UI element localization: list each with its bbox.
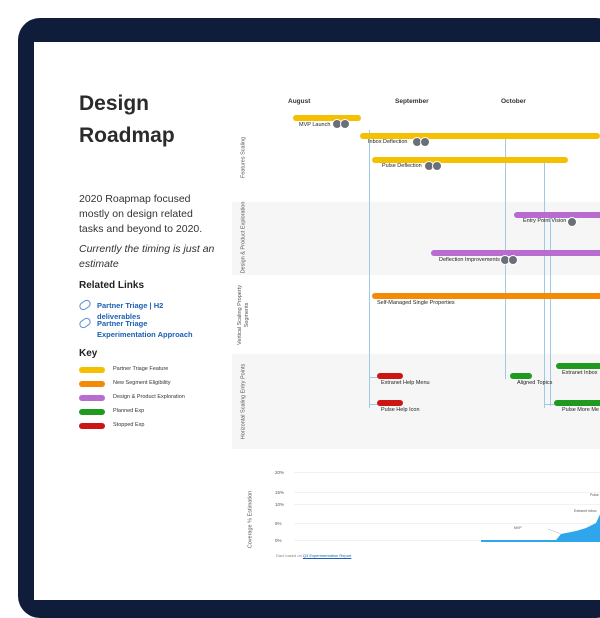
key-swatch [79,367,105,373]
dependency-line [369,377,379,378]
page-title: Design Roadmap [79,88,239,152]
avatar [420,137,430,147]
roadmap-description: 2020 Roapmap focused mostly on design re… [79,193,203,235]
link-icon [77,316,93,330]
link-partner-triage-approach[interactable]: Partner Triage Experimentation Approach [77,316,207,340]
month-august: August [288,98,311,105]
footer-link[interactable]: Q3 Experimentation Report [302,553,352,558]
bar-pulse-deflection[interactable] [372,157,568,163]
dependency-line [544,160,545,408]
coverage-tick: 5% [275,521,282,526]
coverage-annotation-extranet-inbox: Extranet Inbox [574,509,597,513]
bar-self-managed[interactable] [372,293,600,299]
avatar [567,217,577,227]
key-swatch [79,381,105,387]
link-icon [77,298,93,312]
coverage-annotation-mvp: MVP [514,526,522,530]
label-mvp-launch: MVP Launch [299,122,331,128]
lane-label-features-scaling: Features Scaling [240,136,247,179]
label-pulse-more-menu: Pulse More Me [562,407,599,413]
avatar [432,161,442,171]
coverage-annotation-pulse: Pulse [590,493,599,497]
coverage-tick: 15% [275,490,285,495]
lane-band-horizontal-scaling [232,354,600,449]
key-heading: Key [79,348,98,359]
bar-pulse-more-menu[interactable] [554,400,600,406]
label-pulse-deflection: Pulse Deflection [382,163,422,169]
dependency-line [544,404,556,405]
month-october: October [501,98,526,105]
coverage-tick: 10% [275,502,285,507]
coverage-tick: 0% [275,538,282,543]
lane-label-vertical-scaling: Vertical Scaling Property Segments [237,285,250,345]
dependency-line [369,130,370,408]
label-inbox-deflection: Inbox Deflection [368,139,408,145]
label-deflection-improvements: Deflection Improvements [439,257,500,263]
key-swatch [79,409,105,415]
coverage-chart [294,472,600,542]
coverage-footer: Dani based on Q3 Experimentation Report [276,553,351,558]
dependency-line [369,404,379,405]
label-aligned-topics: Aligned Topics [517,380,553,386]
related-links-heading: Related Links [79,280,145,291]
timing-note: Currently the timing is just an estimate [79,243,215,270]
coverage-tick: 20% [275,470,285,475]
label-self-managed: Self-Managed Single Properties [377,300,455,306]
dependency-line [550,212,551,406]
label-entry-point-vision: Entry Point Vision [523,218,567,224]
lane-label-design-exploration: Design & Product Exploration [240,201,247,274]
bar-inbox-deflection[interactable] [360,133,600,139]
bar-extranet-inbox[interactable] [556,363,600,369]
bar-aligned-topics[interactable] [510,373,532,379]
key-swatch [79,395,105,401]
bar-deflection-improvements[interactable] [431,250,600,256]
link-partner-triage-h2[interactable]: Partner Triage | H2 deliverables [77,298,207,322]
bar-pulse-help-icon[interactable] [377,400,403,406]
annotation-leader [547,528,562,535]
label-extranet-inbox: Extranet Inbox [562,370,598,376]
bar-mvp-launch[interactable] [293,115,361,121]
roadmap-screen: Design Roadmap 2020 Roapmap focused most… [34,42,600,600]
avatar [340,119,350,129]
label-extranet-help-menu: Extranet Help Menu [381,380,430,386]
lane-label-horizontal-scaling: Horizontal Scaling Entry Points [240,363,247,440]
coverage-area [481,514,600,542]
footer-text: Dani based on [276,553,302,558]
avatar [508,255,518,265]
page-title-line2: Roadmap [79,124,175,147]
lane-label-coverage: Coverage % Estimation [247,490,254,549]
month-september: September [395,98,429,105]
page-title-line1: Design [79,92,150,115]
bar-extranet-help-menu[interactable] [377,373,403,379]
bar-entry-point-vision[interactable] [514,212,600,218]
key-swatch [79,423,105,429]
label-pulse-help-icon: Pulse Help Icon [381,407,420,413]
